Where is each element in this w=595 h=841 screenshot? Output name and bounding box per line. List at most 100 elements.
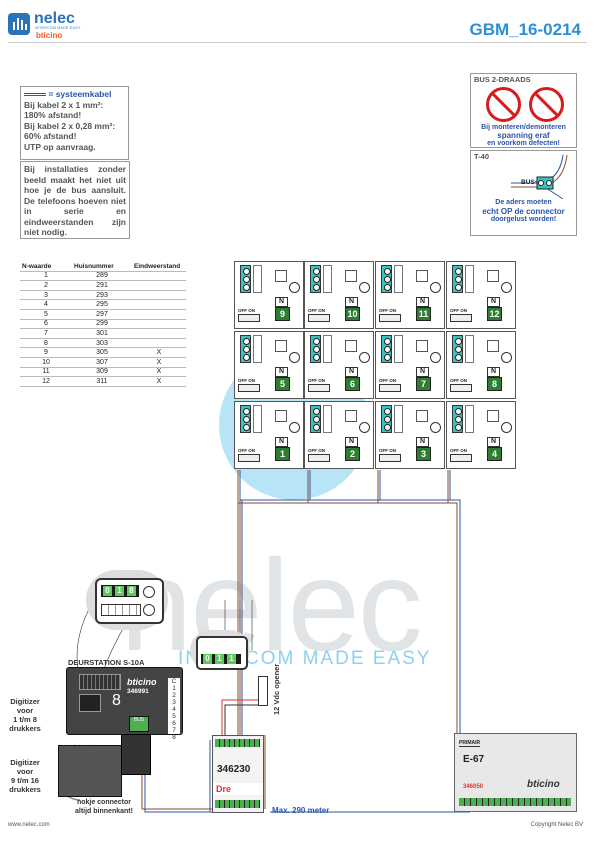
- keypad: [79, 694, 101, 712]
- terminal-label: 8: [172, 734, 176, 741]
- bus-terminal-icon: [240, 405, 251, 433]
- digit-value: 1: [215, 654, 224, 664]
- n-value-digit: 5: [275, 377, 290, 391]
- door-station-label: DEURSTATION S-10A: [68, 658, 145, 667]
- knob-icon: [289, 282, 300, 293]
- terminal-block: [323, 405, 332, 433]
- n-value-digit: 10: [345, 307, 360, 321]
- table-cell: [132, 338, 186, 349]
- off-on-label: OFF ON: [450, 378, 467, 383]
- terminal-strip: [459, 798, 571, 806]
- terminal-label: 5: [172, 713, 176, 720]
- off-on-label: OFF ON: [379, 308, 396, 313]
- intercom-handset-panel: NPOFF ON8: [446, 331, 516, 399]
- table-cell: 6: [20, 319, 72, 330]
- terminal-strip: [215, 800, 260, 808]
- table-header: Eindweerstand: [132, 262, 186, 272]
- termination-switch: [238, 454, 260, 462]
- terminal-label: 6: [172, 720, 176, 727]
- knob-icon: [501, 352, 512, 363]
- table-cell: X: [132, 376, 186, 387]
- t40-message-line: echt OP de connector: [482, 206, 565, 216]
- table-cell: 12: [20, 376, 72, 387]
- termination-switch: [379, 454, 401, 462]
- termination-switch: [450, 454, 472, 462]
- terminal-block: [253, 265, 262, 293]
- screw-icon: [143, 586, 155, 598]
- door-station-code: 346991: [127, 688, 149, 695]
- table-cell: 303: [72, 338, 132, 349]
- n-value-digit: 3: [416, 447, 431, 461]
- np-labels: NP: [487, 367, 513, 387]
- t40-message-line: doorgelust worden!: [490, 216, 557, 223]
- handset-icon: [487, 270, 499, 282]
- off-on-label: OFF ON: [238, 308, 255, 313]
- terminal-block: [394, 265, 403, 293]
- termination-switch: [450, 384, 472, 392]
- n-value-digit: 11: [416, 307, 431, 321]
- terminal-strip: [215, 739, 260, 747]
- table-cell: 293: [72, 290, 132, 301]
- table-cell: 311: [72, 376, 132, 387]
- terminal-block: [394, 335, 403, 363]
- connector-header: [79, 674, 121, 690]
- termination-switch: [450, 314, 472, 322]
- terminal-block: [465, 265, 474, 293]
- no-voltage-icon: [529, 87, 564, 122]
- np-labels: NP: [416, 437, 442, 457]
- digit-value: 8: [127, 586, 136, 596]
- bus-warning-line: Bij monteren/demonteren: [481, 124, 566, 131]
- table-cell: [132, 328, 186, 339]
- off-on-label: OFF ON: [308, 378, 325, 383]
- screw-icon: [143, 604, 155, 616]
- handset-icon: [345, 410, 357, 422]
- bus-terminal-icon: [381, 335, 392, 363]
- np-labels: NP: [275, 367, 301, 387]
- power-brand: bticino: [527, 779, 560, 790]
- table-cell: 289: [72, 271, 132, 282]
- table-cell: 297: [72, 309, 132, 320]
- handset-icon: [416, 270, 428, 282]
- intercom-handset-panel: NPOFF ON2: [304, 401, 374, 469]
- power-supply-e67: PRIMAIR E-67 346050 bticino: [454, 733, 577, 812]
- power-code: 346050: [463, 784, 484, 790]
- table-cell: 7: [20, 328, 72, 339]
- cable-legend-line: 60% afstand!: [24, 131, 77, 141]
- terminal-block: [323, 335, 332, 363]
- terminal-label: 4: [172, 706, 176, 713]
- cable-legend-title: = systeemkabel: [24, 89, 125, 100]
- off-on-label: OFF ON: [238, 448, 255, 453]
- knob-icon: [501, 422, 512, 433]
- bus-terminal-icon: [310, 405, 321, 433]
- terminal-label: 2: [172, 692, 176, 699]
- off-on-label: OFF ON: [238, 378, 255, 383]
- table-cell: [132, 280, 186, 291]
- intercom-handset-panel: NPOFF ON1: [234, 401, 304, 469]
- table-cell: 305: [72, 347, 132, 358]
- handset-icon: [416, 340, 428, 352]
- bus-terminal-icon: [452, 335, 463, 363]
- knob-icon: [430, 422, 441, 433]
- bus-terminal-icon: [452, 405, 463, 433]
- handset-icon: [345, 270, 357, 282]
- table-header: N-waarde: [20, 262, 72, 272]
- intercom-handset-panel: NP OFF ON 6: [304, 331, 374, 399]
- table-cell: X: [132, 347, 186, 358]
- knob-icon: [289, 422, 300, 433]
- knob-icon: [289, 352, 300, 363]
- n-value-digit: 6: [345, 377, 360, 391]
- numeral-icon: 8: [112, 692, 121, 709]
- termination-switch: [308, 314, 330, 322]
- off-on-label: OFF ON: [379, 378, 396, 383]
- table-cell: [132, 309, 186, 320]
- table-cell: 9: [20, 347, 72, 358]
- t40-title: T-40: [474, 152, 490, 161]
- np-labels: NP: [345, 367, 371, 387]
- bus-terminal-icon: [452, 265, 463, 293]
- bus-warning-title: BUS 2-DRAADS: [474, 75, 531, 84]
